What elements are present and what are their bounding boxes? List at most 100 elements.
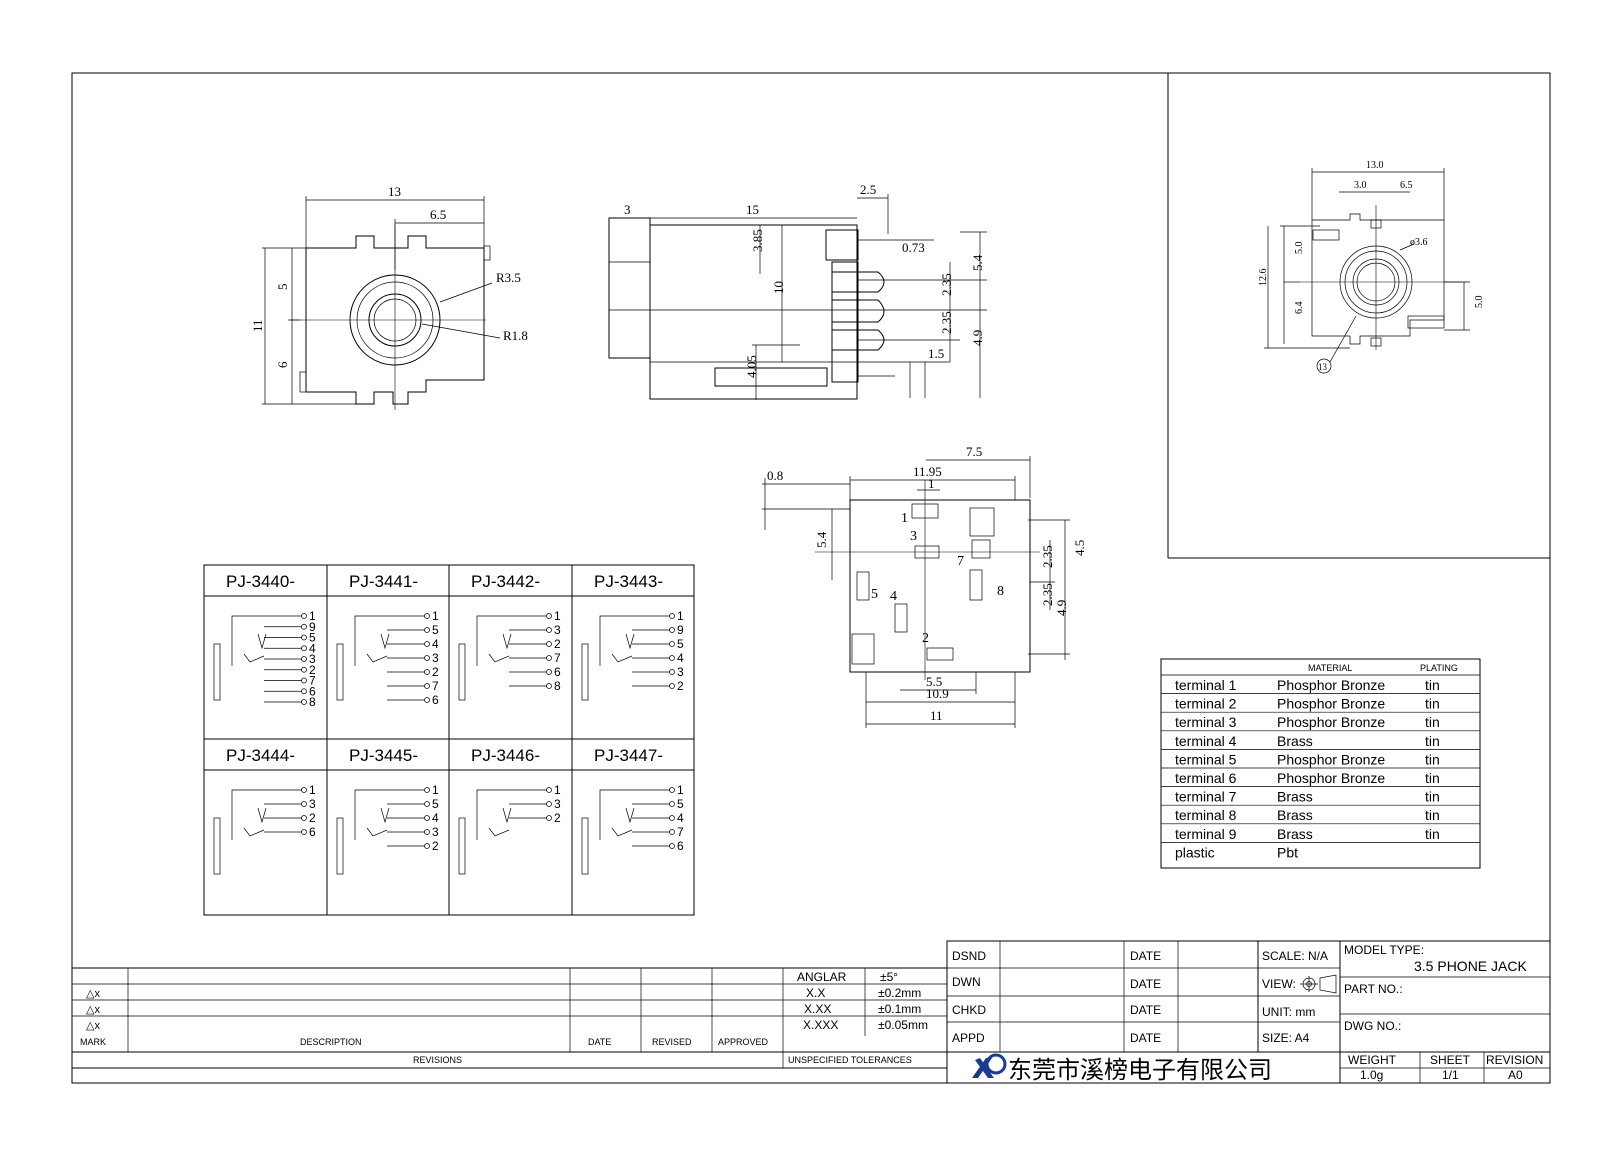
- rev-approved-header: APPROVED: [718, 1037, 769, 1047]
- variant-pin-label: 4: [677, 651, 684, 665]
- material-part: terminal 7: [1175, 789, 1237, 805]
- variant-pin-label: 3: [309, 797, 316, 811]
- material-part: terminal 5: [1175, 751, 1237, 767]
- variant-pin-label: 2: [677, 679, 684, 693]
- variant-pin-label: 5: [309, 631, 316, 645]
- bottom-pin-8: 8: [997, 584, 1004, 599]
- side-dim-10: 10: [771, 281, 786, 294]
- front-dim-r1.8: R1.8: [503, 328, 528, 343]
- role-chkd: CHKD: [952, 1003, 986, 1017]
- tol-label-0: ANGLAR: [797, 970, 847, 984]
- rev-revised-header: REVISED: [652, 1037, 692, 1047]
- material-plating: tin: [1425, 677, 1440, 693]
- inset-view: 13.0 3.0 6.5 ø3.6 5.0 12.6 6.4 5.0 13: [1167, 73, 1550, 559]
- material-name: Phosphor Bronze: [1277, 696, 1385, 712]
- inset-dim-dia3.6: ø3.6: [1410, 237, 1428, 248]
- bottom-pin-3: 3: [910, 529, 917, 544]
- bottom-dim-5.5: 5.5: [926, 674, 942, 689]
- variant-pin-label: 3: [432, 825, 439, 839]
- variant-pin-label: 8: [309, 695, 316, 709]
- tol-label-2: X.XX: [804, 1002, 831, 1016]
- variant-pin-label: 2: [554, 811, 561, 825]
- front-dim-5: 5: [275, 284, 290, 291]
- material-plating: tin: [1425, 826, 1440, 842]
- materials-header-plating: PLATING: [1420, 663, 1458, 673]
- role-dwn: DWN: [952, 975, 981, 989]
- bottom-pin-4: 4: [890, 589, 897, 604]
- tol-value-2: ±0.1mm: [878, 1002, 921, 1016]
- dwg-no-label: DWG NO.:: [1344, 1019, 1401, 1033]
- material-plating: tin: [1425, 751, 1440, 767]
- variant-pin-label: 2: [432, 665, 439, 679]
- bottom-dim-4.5: 4.5: [1072, 540, 1087, 556]
- variant-pin-label: 5: [432, 797, 439, 811]
- inset-dim-13.0: 13.0: [1366, 160, 1384, 171]
- material-name: Phosphor Bronze: [1277, 677, 1385, 693]
- date-label-4: DATE: [1130, 1031, 1161, 1045]
- side-dim-0.73: 0.73: [902, 240, 925, 255]
- company-logo-icon: [972, 1053, 1007, 1078]
- variant-pin-label: 1: [309, 609, 316, 623]
- material-row: terminal 5 Phosphor Bronze tin: [1175, 751, 1440, 767]
- variant-pin-label: 2: [432, 839, 439, 853]
- variant-pin-label: 6: [432, 693, 439, 707]
- weight-value: 1.0g: [1360, 1068, 1383, 1082]
- rev-description-header: DESCRIPTION: [300, 1037, 362, 1047]
- variant-pin-label: 1: [554, 609, 561, 623]
- variant-pin-label: 7: [677, 825, 684, 839]
- inset-dim-12.6: 12.6: [1258, 269, 1269, 287]
- variant-pin-label: 1: [677, 783, 684, 797]
- material-plating: tin: [1425, 789, 1440, 805]
- materials-header-material: MATERIAL: [1308, 663, 1352, 673]
- unit-field: UNIT: mm: [1262, 1005, 1315, 1019]
- variant-pin-label: 6: [554, 665, 561, 679]
- variant-pin-label: 1: [554, 783, 561, 797]
- variant-name: PJ-3444-: [226, 746, 295, 765]
- side-dim-4.9: 4.9: [970, 330, 985, 346]
- material-name: Phosphor Bronze: [1277, 714, 1385, 730]
- bottom-view: 7.5 0.8 11.95 1 5.4 4.5 2.35 2.35 4.9 5.…: [762, 444, 1087, 728]
- variant-pin-label: 1: [677, 609, 684, 623]
- variant-pin-label: 1: [309, 783, 316, 797]
- bottom-pin-5: 5: [871, 587, 878, 602]
- inset-dim-3.0: 3.0: [1354, 180, 1367, 191]
- company-name: 东莞市溪榜电子有限公司: [1008, 1057, 1272, 1084]
- material-part: terminal 3: [1175, 714, 1237, 730]
- bottom-pin-1: 1: [901, 511, 908, 526]
- material-plating: tin: [1425, 770, 1440, 786]
- front-dim-13: 13: [388, 184, 401, 199]
- variant-pin-label: 2: [554, 637, 561, 651]
- variant-pin-label: 4: [432, 637, 439, 651]
- front-view: 13 6.5 5 11 6 R3.5 R1.8: [250, 184, 528, 410]
- side-dim-5.4: 5.4: [970, 254, 985, 271]
- material-name: Phosphor Bronze: [1277, 751, 1385, 767]
- front-dim-6.5: 6.5: [430, 207, 446, 222]
- variant-name: PJ-3446-: [471, 746, 540, 765]
- variant-grid: PJ-3440-195432768PJ-3441-1543276PJ-3442-…: [203, 564, 695, 916]
- variant-pin-label: 5: [677, 797, 684, 811]
- variant-pin-label: 4: [677, 811, 684, 825]
- date-label-3: DATE: [1130, 1003, 1161, 1017]
- bottom-dim-0.8: 0.8: [767, 468, 783, 483]
- variant-name: PJ-3445-: [349, 746, 418, 765]
- variant-pin-label: 2: [309, 663, 316, 677]
- tol-label-3: X.XXX: [803, 1018, 838, 1032]
- bottom-dim-10.9: 10.9: [926, 686, 949, 701]
- material-name: Brass: [1277, 789, 1313, 805]
- variant-name: PJ-3442-: [471, 572, 540, 591]
- variant-pin-label: 5: [432, 623, 439, 637]
- tol-value-1: ±0.2mm: [878, 986, 921, 1000]
- variant-pin-label: 4: [309, 641, 316, 655]
- bottom-dim-7.5: 7.5: [966, 444, 982, 459]
- bottom-dim-11.95: 11.95: [913, 464, 942, 479]
